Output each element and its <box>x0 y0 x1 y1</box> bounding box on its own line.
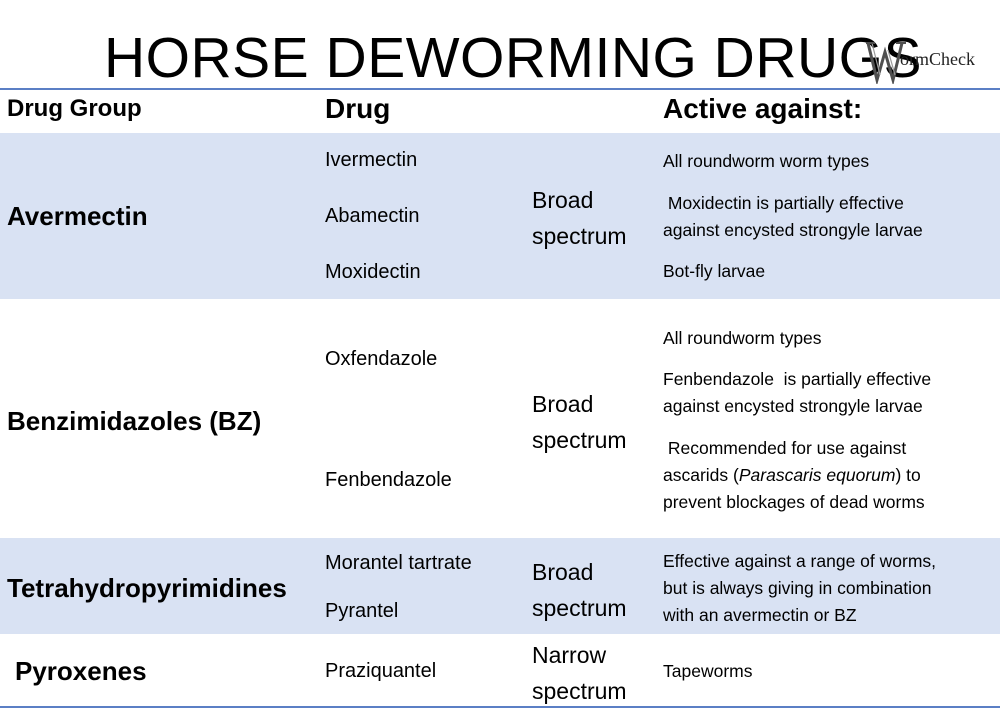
activity-line: Effective against a range of worms, <box>663 551 937 571</box>
species-name: Parascaris equorum <box>738 465 896 485</box>
row-band-tetrahydropyrimidines <box>0 538 1000 634</box>
spectrum-label: Broad <box>532 559 594 585</box>
drug-item: Abamectin <box>325 205 420 227</box>
activity-line: Moxidectin is partially effective <box>663 193 904 213</box>
header-drug-group: Drug Group <box>7 95 142 122</box>
spectrum-label: Broad <box>532 187 594 213</box>
drug-item: Pyrantel <box>325 600 399 622</box>
activity-line: prevent blockages of dead worms <box>663 492 925 512</box>
drug-item: Oxfendazole <box>325 348 438 370</box>
activity-text: ascarids ( <box>663 465 739 485</box>
w-letter-icon <box>866 42 906 86</box>
activity-line: All roundworm worm types <box>663 151 870 171</box>
spectrum-label: spectrum <box>532 223 627 249</box>
header-top-rule <box>0 88 1000 90</box>
drug-item: Morantel tartrate <box>325 552 472 574</box>
drug-item: Moxidectin <box>325 261 421 283</box>
drug-item: Ivermectin <box>325 149 418 171</box>
spectrum-label: Broad <box>532 391 594 417</box>
group-pyroxenes: Pyroxenes <box>15 656 147 686</box>
activity-line: against encysted strongyle larvae <box>663 220 923 240</box>
spectrum-label: Narrow <box>532 642 607 668</box>
group-avermectin: Avermectin <box>7 201 148 231</box>
wormcheck-logo: ormCheck <box>866 38 994 86</box>
activity-line: with an avermectin or BZ <box>663 605 857 625</box>
row-band-avermectin <box>0 133 1000 299</box>
spectrum-label: spectrum <box>532 595 627 621</box>
drug-item: Praziquantel <box>325 660 437 682</box>
group-benzimidazoles: Benzimidazoles (BZ) <box>7 406 262 436</box>
spectrum-label: spectrum <box>532 678 627 704</box>
activity-line: but is always giving in combination <box>663 578 932 598</box>
header-drug: Drug <box>325 93 391 124</box>
table-bottom-rule <box>0 706 1000 708</box>
activity-line: Fenbendazole is partially effective <box>663 369 932 389</box>
activity-line: Bot-fly larvae <box>663 261 766 281</box>
activity-line: All roundworm types <box>663 328 822 348</box>
activity-line: ascarids (Parascaris equorum) to <box>663 462 921 489</box>
activity-line: Recommended for use against <box>663 438 907 458</box>
drug-item: Fenbendazole <box>325 469 452 491</box>
logo-text: ormCheck <box>900 49 975 69</box>
activity-line: Tapeworms <box>663 661 753 681</box>
page-title: HORSE DEWORMING DRUGS <box>104 26 923 90</box>
activity-text: ) to <box>895 465 921 485</box>
activity-line: against encysted strongyle larvae <box>663 396 923 416</box>
spectrum-label: spectrum <box>532 427 627 453</box>
group-tetrahydropyrimidines: Tetrahydropyrimidines <box>7 573 287 603</box>
header-active-against: Active against: <box>663 93 863 124</box>
